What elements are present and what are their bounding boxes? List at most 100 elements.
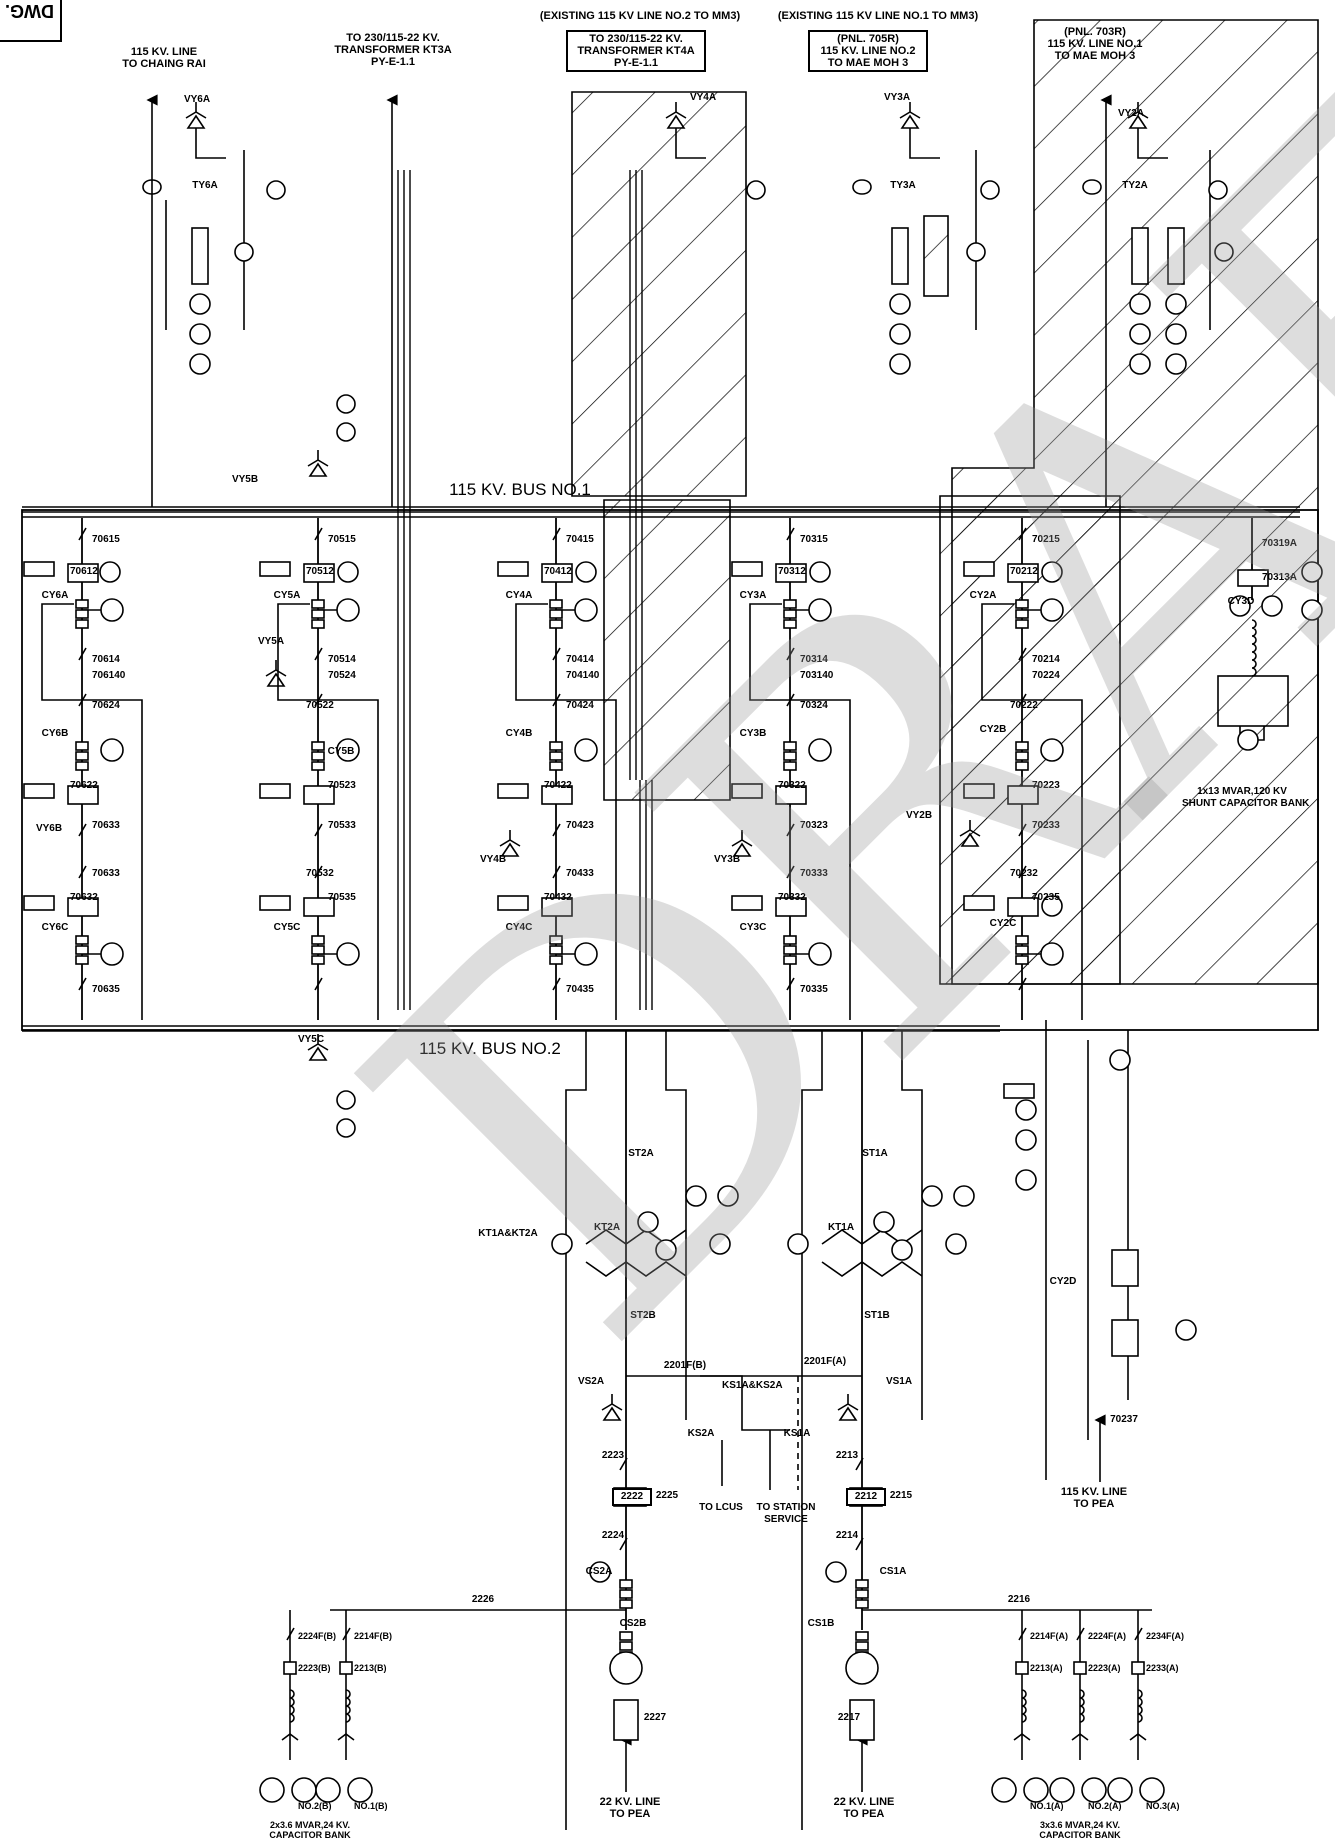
relay-meter [189, 293, 211, 315]
ks1a-label: KS1A [783, 1428, 811, 1439]
ct-marker [549, 955, 563, 965]
relay-box [1003, 1083, 1035, 1099]
meter-symbol [980, 180, 1000, 200]
circuit-breaker [775, 563, 807, 583]
ct-marker [75, 751, 89, 761]
relay-box [731, 895, 763, 911]
ct-symbol [852, 179, 872, 195]
d2214-label: 2214 [835, 1530, 859, 1541]
ct-marker [1015, 955, 1029, 965]
ct-marker [75, 945, 89, 955]
ct-marker [75, 741, 89, 751]
cs2b-label: CS2B [619, 1618, 647, 1629]
ct-marker [75, 935, 89, 945]
d2225-label: 2225 [655, 1490, 679, 1501]
device-number-label: 70233 [1032, 820, 1060, 831]
disconnect-switch [342, 1627, 351, 1641]
feeder-label: NO.1(A) [1030, 1801, 1064, 1811]
ct-marker [783, 619, 797, 629]
ty2a-label: TY2A [1122, 180, 1148, 191]
ct-marker [75, 609, 89, 619]
relay-meter [189, 353, 211, 375]
relay-box [497, 895, 529, 911]
ct-marker [783, 741, 797, 751]
relay-meter [1129, 293, 1151, 315]
reclose-relay-79 [1041, 561, 1063, 583]
disconnect-switch [1018, 693, 1027, 707]
vs1a-label: VS1A [885, 1376, 913, 1387]
device-number-label: 70222 [1010, 700, 1038, 711]
meter-symbol [1301, 561, 1323, 583]
ct-marker [783, 945, 797, 955]
vt-symbol [959, 820, 981, 847]
line-to-pea-label: 115 KV. LINE TO PEA [1060, 1486, 1128, 1510]
relay-meter [1040, 598, 1064, 622]
meter-symbol [589, 1561, 611, 1583]
relay-meter [574, 598, 598, 622]
ct-marker [549, 741, 563, 751]
bus-section-frame [21, 509, 1319, 1031]
feeder-label: NO.2(A) [1088, 1801, 1122, 1811]
capacitor-symbol [337, 1733, 355, 1741]
ct-marker [1015, 751, 1029, 761]
meter-symbol [1261, 595, 1283, 617]
d2227-label: 2227 [643, 1712, 667, 1723]
device-number-label: 70319A [1262, 538, 1298, 549]
cs2a-label: CS2A [585, 1566, 613, 1577]
ct-marker [855, 1589, 869, 1599]
meter-symbol [336, 1090, 356, 1110]
disconnect-switch [1076, 1627, 1085, 1641]
st2a-label: ST2A [628, 1148, 654, 1159]
reclose-relay-79 [809, 561, 831, 583]
wire [749, 603, 851, 1020]
header-transformer-kt3a: TO 230/115-22 KV. TRANSFORMER KT3A PY-E-… [334, 32, 452, 68]
line-22kv-right-label: 22 KV. LINE TO PEA [833, 1796, 895, 1820]
ct-marker [549, 945, 563, 955]
disconnect-switch [314, 647, 323, 661]
capacitor-unit [1049, 1777, 1075, 1803]
disconnect-switch [552, 865, 561, 879]
relay-meter [1129, 323, 1151, 345]
device-number-label: 70224 [1032, 670, 1060, 681]
kt1a-label: KT1A [827, 1222, 855, 1233]
cy2b-label: CY2B [979, 724, 1007, 735]
cy3d-label: CY3D [1227, 596, 1255, 607]
device-number-label: 70312 [778, 566, 806, 577]
ct-marker [75, 955, 89, 965]
ct-marker [1015, 609, 1029, 619]
device-number-label: 703140 [800, 670, 834, 681]
vt-symbol [307, 1034, 329, 1061]
cs1b-label: CS1B [807, 1618, 835, 1629]
circuit-breaker [67, 785, 99, 805]
reactor-coil [1021, 1689, 1027, 1723]
ct-symbol [142, 179, 162, 195]
wire [981, 603, 1083, 1020]
relay-meter [808, 738, 832, 762]
header-transformer-kt4a: TO 230/115-22 KV. TRANSFORMER KT4A PY-E-… [566, 30, 706, 72]
tie-link [700, 1375, 790, 1431]
ct-marker [783, 751, 797, 761]
ct-marker [619, 1641, 633, 1651]
device-number-label: 70422 [544, 780, 572, 791]
device-number-label: 706140 [92, 670, 126, 681]
circuit-breaker [541, 785, 573, 805]
cy4c-label: CY4C [505, 922, 533, 933]
vy3b-label: VY3B [713, 854, 741, 865]
feeder-label: 2214F(B) [354, 1631, 393, 1641]
cy5a-label: CY5A [273, 590, 301, 601]
d2201f-a-label: 2201F(A) [803, 1356, 847, 1367]
cy5c-label: CY5C [273, 922, 301, 933]
ct-marker [311, 741, 325, 751]
device-number-label: 70313A [1262, 572, 1298, 583]
disconnect-switch [552, 977, 561, 991]
device-number-label: 70332 [778, 892, 806, 903]
circuit-breaker [303, 785, 335, 805]
disconnect-switch [786, 823, 795, 837]
wire [675, 128, 706, 159]
breaker-2212: 2212 [846, 1488, 886, 1506]
relay-meter [1040, 738, 1064, 762]
reclose-relay-79 [337, 561, 359, 583]
disconnect-switch [552, 693, 561, 707]
device-number-label: 70433 [566, 868, 594, 879]
ks2a-label: KS2A [687, 1428, 715, 1439]
